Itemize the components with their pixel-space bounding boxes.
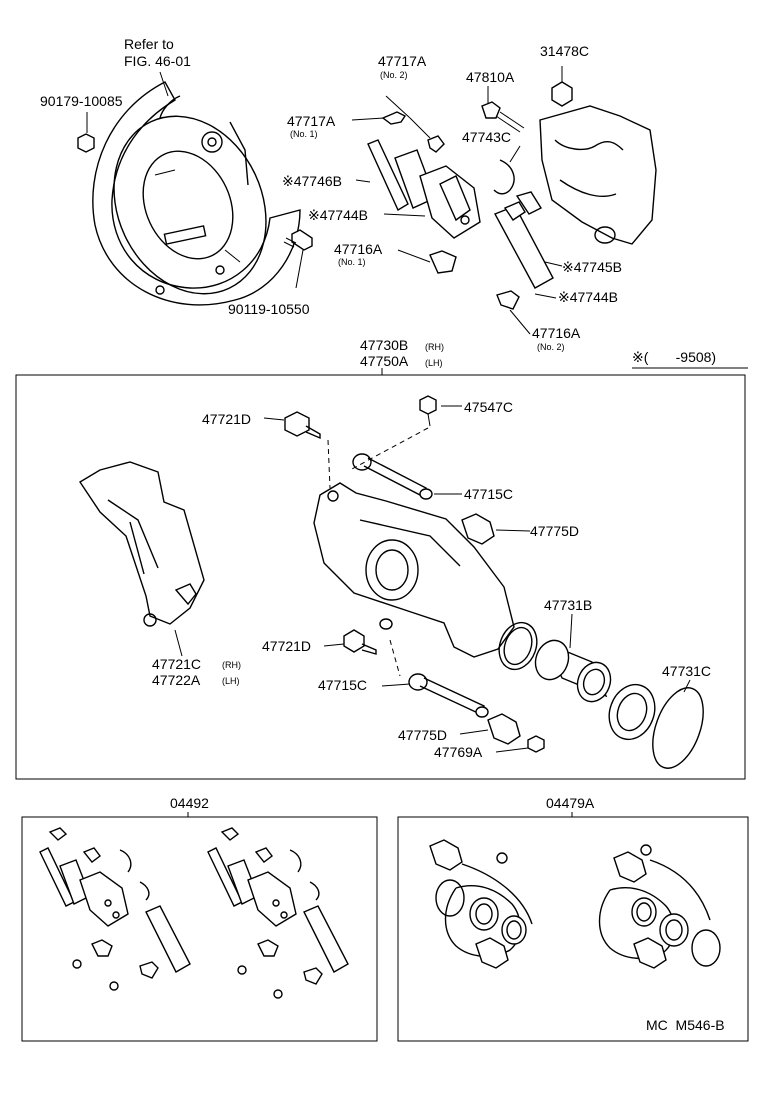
- seal-kit-set-2-drawing: [598, 844, 721, 969]
- piston-seal-drawing: [498, 621, 538, 671]
- part-label-47769a: 47769A: [434, 744, 483, 760]
- refer-note-line2: FIG. 46-01: [124, 53, 191, 69]
- kit-label-04492: 04492: [170, 795, 209, 811]
- part-label-47716a-no1: 47716A: [334, 241, 383, 257]
- pad-set-top-drawing: [367, 95, 554, 310]
- assembly-label-47730b: 47730B: [360, 337, 408, 353]
- part-label-47745b: ※47745B: [562, 259, 622, 275]
- refer-note-line1: Refer to: [124, 36, 174, 52]
- caliper-body-drawing: [313, 482, 515, 658]
- part-label-47717a-no1: 47717A: [287, 113, 336, 129]
- caliper-bracket-drawing: [79, 461, 205, 657]
- date-range-note: ※( -9508): [632, 349, 716, 365]
- pad-kit-set-2-drawing: [207, 827, 349, 999]
- part-label-47717a-no2: 47717A: [378, 53, 427, 69]
- backing-plate-drawing: [92, 81, 301, 306]
- seal-kit-set-1-drawing: [429, 839, 533, 969]
- nut-90179-drawing: [77, 112, 95, 153]
- boot-lower-drawing: [459, 713, 545, 753]
- part-label-47744b-right: ※47744B: [558, 289, 618, 305]
- part-sublabel-no1: (No. 1): [290, 129, 318, 139]
- kit-box-04479a: [397, 816, 749, 1042]
- part-sublabel-lh2: (LH): [222, 676, 240, 686]
- diagram-code: MC M546-B: [646, 1017, 725, 1033]
- boot-upper-drawing: [461, 513, 531, 545]
- part-label-47731b: 47731B: [544, 597, 592, 613]
- part-sublabel-rh2: (RH): [222, 660, 241, 670]
- part-label-47715c-lower: 47715C: [318, 677, 367, 693]
- assembly-sublabel-rh: (RH): [425, 342, 444, 352]
- part-label-90179-10085: 90179-10085: [40, 93, 123, 109]
- part-label-47721c: 47721C: [152, 656, 201, 672]
- part-label-47721d-lower: 47721D: [262, 638, 311, 654]
- part-label-47721d-upper: 47721D: [202, 411, 251, 427]
- guide-pin-lower-drawing: [381, 673, 489, 718]
- kit-label-04479a: 04479A: [546, 795, 595, 811]
- part-label-47715c-upper: 47715C: [464, 486, 513, 502]
- assembly-sublabel-lh: (LH): [425, 358, 443, 368]
- part-label-47731c: 47731C: [662, 663, 711, 679]
- pad-kit-set-1-drawing: [39, 827, 191, 991]
- part-label-47775d-upper: 47775D: [530, 523, 579, 539]
- part-label-47722a: 47722A: [152, 672, 201, 688]
- piston-boot-drawing: [608, 683, 656, 741]
- part-label-47775d-lower: 47775D: [398, 727, 447, 743]
- part-label-47743c: 47743C: [462, 129, 511, 145]
- caliper-assembly-box: [15, 374, 746, 780]
- part-label-90119-10550: 90119-10550: [228, 301, 310, 317]
- piston-drawing: [534, 613, 612, 703]
- part-sublabel-no1-b: (No. 1): [338, 257, 366, 267]
- part-label-47716a-no2: 47716A: [532, 325, 581, 341]
- bolt-90119-drawing: [283, 229, 313, 289]
- part-sublabel-no2: (No. 2): [380, 70, 408, 80]
- bolt-47721d-lower-drawing: [323, 629, 377, 655]
- part-label-47547c: 47547C: [464, 399, 513, 415]
- assembly-label-47750a: 47750A: [360, 353, 409, 369]
- guide-pin-upper-drawing: [352, 453, 462, 500]
- part-label-31478c: 31478C: [540, 43, 589, 59]
- part-sublabel-no2-b: (No. 2): [537, 342, 565, 352]
- caliper-top-drawing: [481, 66, 657, 245]
- bolt-47721d-upper-drawing: [263, 411, 321, 440]
- part-label-47810a: 47810A: [466, 69, 515, 85]
- bleeder-screw-drawing: [419, 395, 462, 427]
- kit-box-04492: [21, 816, 378, 1042]
- part-label-47746b: ※47746B: [282, 173, 342, 189]
- part-label-47744b-left: ※47744B: [308, 207, 368, 223]
- set-ring-drawing: [652, 679, 704, 769]
